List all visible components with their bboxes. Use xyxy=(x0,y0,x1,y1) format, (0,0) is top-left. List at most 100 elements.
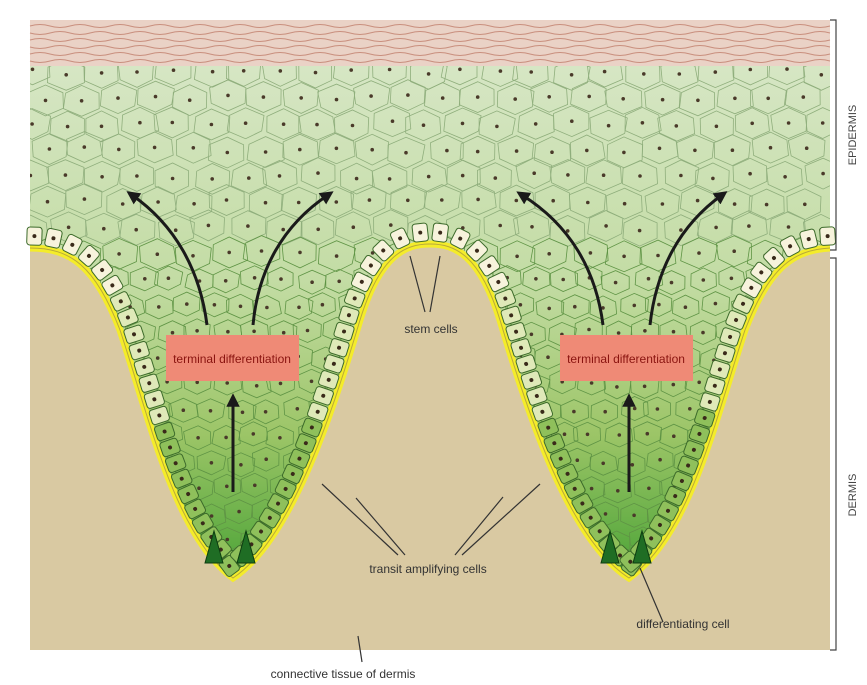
terminal-differentiation-label-left: terminal differentiation xyxy=(173,352,291,366)
cell-nucleus xyxy=(391,119,395,123)
cell-nucleus xyxy=(100,125,104,129)
cell-nucleus xyxy=(247,176,251,180)
cell-nucleus xyxy=(48,147,52,151)
cell-nucleus xyxy=(351,124,355,128)
cell-nucleus xyxy=(615,385,619,389)
bracket-dermis xyxy=(830,258,836,650)
cell-nucleus xyxy=(603,410,607,414)
cell-nucleus xyxy=(499,69,503,73)
cell-nucleus xyxy=(226,151,230,155)
cell-nucleus xyxy=(622,254,626,258)
cell-nucleus xyxy=(226,538,230,542)
cell-nucleus xyxy=(225,485,229,489)
cell-nucleus xyxy=(679,174,683,178)
cell-nucleus xyxy=(156,200,160,204)
cell-nucleus xyxy=(224,436,228,440)
basal-cell xyxy=(44,228,62,249)
cell-nucleus xyxy=(281,228,285,232)
cell-nucleus xyxy=(192,202,196,206)
cell-nucleus xyxy=(427,175,431,179)
cell-nucleus xyxy=(30,122,34,126)
cell-nucleus xyxy=(296,407,300,411)
cell-nucleus xyxy=(515,199,519,203)
cell-nucleus xyxy=(675,124,679,128)
bracket-epidermis xyxy=(830,20,836,250)
cell-nucleus xyxy=(264,457,268,461)
cell-nucleus xyxy=(171,177,175,181)
cell-nucleus xyxy=(515,149,519,153)
cell-nucleus xyxy=(335,200,339,204)
cell-nucleus xyxy=(355,177,359,181)
cell-nucleus xyxy=(316,171,320,175)
cell-nucleus xyxy=(210,461,214,465)
cell-nucleus xyxy=(171,121,175,125)
cell-nucleus xyxy=(191,254,195,258)
cell-nucleus xyxy=(586,433,590,437)
cell-nucleus xyxy=(226,330,230,334)
cell-nucleus xyxy=(621,97,625,101)
cell-nucleus xyxy=(638,229,642,233)
cell-nucleus xyxy=(714,70,718,74)
cell-nucleus xyxy=(715,125,719,129)
cell-nucleus xyxy=(196,436,200,440)
cell-nucleus xyxy=(117,148,121,152)
cell-nucleus xyxy=(31,68,35,72)
cell-nucleus xyxy=(616,489,620,493)
cell-nucleus xyxy=(678,72,682,76)
cell-nucleus xyxy=(730,277,734,281)
cell-nucleus xyxy=(246,224,250,228)
cell-nucleus xyxy=(310,280,314,284)
cell-nucleus xyxy=(389,223,393,227)
cell-nucleus xyxy=(701,331,705,335)
cell-nucleus xyxy=(658,147,662,151)
cell-nucleus xyxy=(265,306,269,310)
cell-nucleus xyxy=(157,305,161,309)
cell-nucleus xyxy=(29,174,33,178)
cell-nucleus xyxy=(711,177,715,181)
cell-nucleus xyxy=(262,95,266,99)
cell-nucleus xyxy=(213,303,217,307)
cell-nucleus xyxy=(185,302,189,306)
cell-nucleus xyxy=(656,407,660,411)
cell-nucleus xyxy=(282,122,286,126)
cell-nucleus xyxy=(156,356,160,360)
cell-nucleus xyxy=(116,96,120,100)
cell-nucleus xyxy=(661,98,665,102)
cell-nucleus xyxy=(121,202,125,206)
cell-nucleus xyxy=(714,302,718,306)
cell-nucleus xyxy=(603,70,607,74)
cell-nucleus xyxy=(298,148,302,152)
cell-nucleus xyxy=(672,330,676,334)
cell-nucleus xyxy=(44,99,48,103)
cell-nucleus xyxy=(264,201,268,205)
cell-nucleus xyxy=(550,150,554,154)
differentiating-cell-label: differentiating cell xyxy=(636,617,729,631)
cell-nucleus xyxy=(242,69,246,73)
cell-nucleus xyxy=(64,73,68,77)
cell-nucleus xyxy=(315,123,319,127)
cell-nucleus xyxy=(476,198,480,202)
terminal-differentiation-label-right: terminal differentiation xyxy=(567,352,685,366)
cell-nucleus xyxy=(693,149,697,153)
cell-nucleus xyxy=(530,225,534,229)
cell-nucleus xyxy=(647,487,651,491)
cell-nucleus xyxy=(731,148,735,152)
cell-nucleus xyxy=(623,202,627,206)
cell-nucleus xyxy=(314,71,318,75)
cell-nucleus xyxy=(352,225,356,229)
cell-nucleus xyxy=(102,227,106,231)
cell-nucleus xyxy=(154,95,158,99)
cell-nucleus xyxy=(46,200,50,204)
cell-nucleus xyxy=(614,281,618,285)
cell-nucleus xyxy=(672,434,676,438)
cell-nucleus xyxy=(156,252,160,256)
cell-nucleus xyxy=(529,70,533,74)
basal-cell xyxy=(432,223,449,243)
cell-nucleus xyxy=(733,97,737,101)
cell-nucleus xyxy=(590,381,594,385)
cell-nucleus xyxy=(138,121,142,125)
epidermis-side-label: EPIDERMIS xyxy=(847,105,859,166)
cell-nucleus xyxy=(260,249,264,253)
cell-nucleus xyxy=(241,411,245,415)
cell-nucleus xyxy=(279,277,283,281)
